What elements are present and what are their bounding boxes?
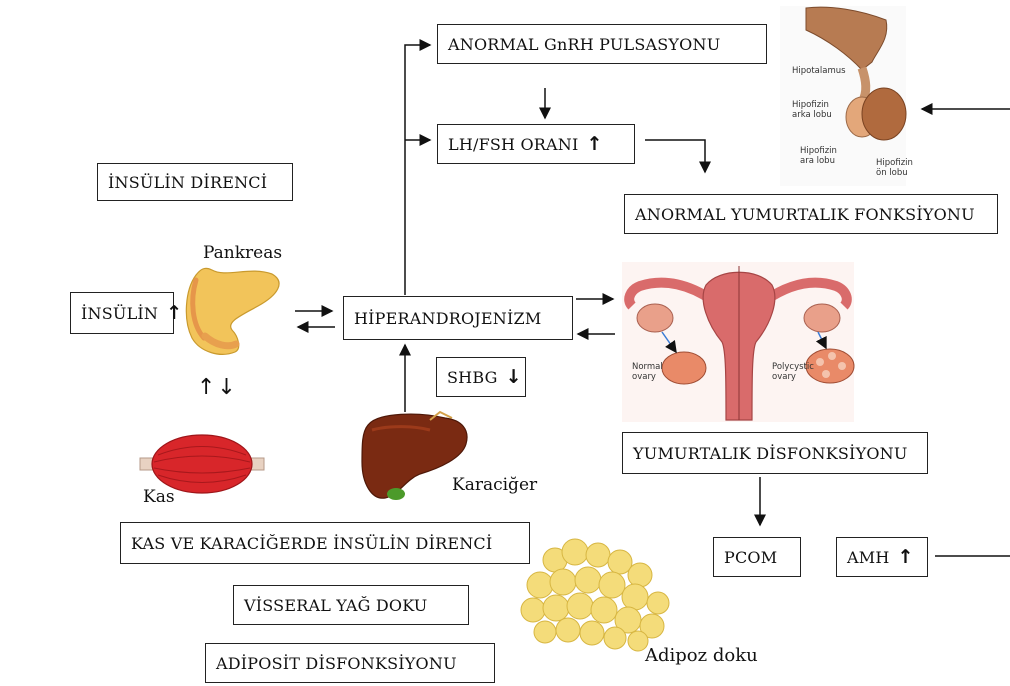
- uterus-label-polycystic-2: ovary: [772, 372, 796, 382]
- uterus-label-normal-2: ovary: [632, 372, 656, 382]
- uterus-label-polycystic-1: Polycystic: [772, 362, 814, 372]
- uterus-label-normal-1: Normal: [632, 362, 663, 372]
